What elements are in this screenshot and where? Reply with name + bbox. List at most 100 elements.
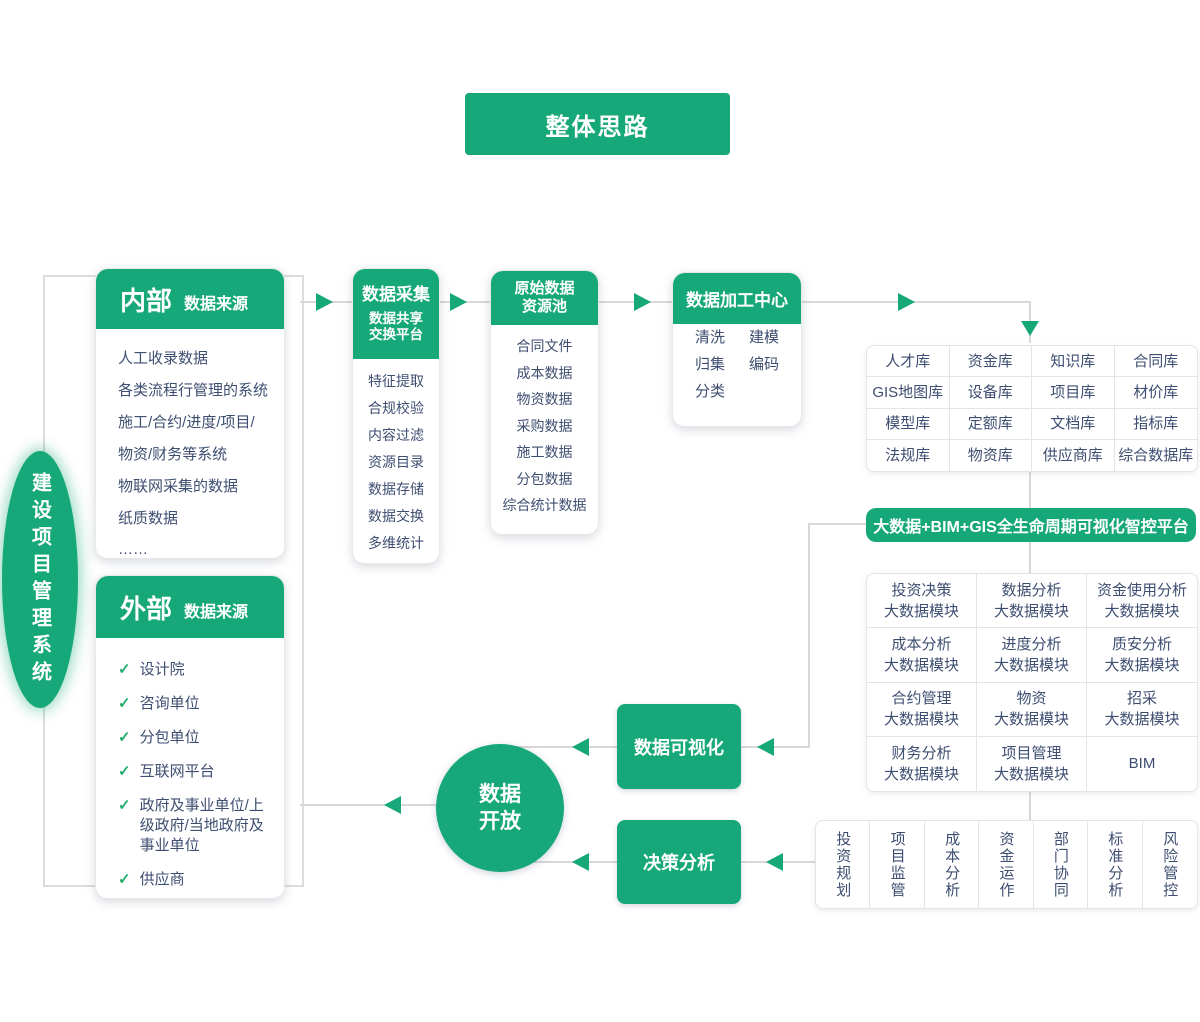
module-cell: 项目管理大数据模块: [977, 736, 1087, 791]
module-line: 大数据模块: [883, 711, 959, 729]
list-item: ✓供应商: [118, 870, 274, 890]
connector-line: [741, 746, 810, 748]
arrow-left-icon: [572, 738, 589, 756]
list-item: 分类: [695, 383, 726, 400]
arrow-right-icon: [316, 293, 333, 311]
data-collection-subtitle-line: 交换平台: [369, 327, 423, 342]
library-cell: 物资库: [949, 439, 1032, 471]
module-line: 大数据模块: [883, 602, 959, 620]
library-cell: GIS地图库: [867, 377, 950, 409]
internal-source-tag: 数据来源: [184, 296, 249, 313]
arrow-down-icon: [1021, 321, 1039, 336]
data-open-circle: 数据 开放: [436, 744, 564, 872]
module-line: 大数据模块: [1104, 656, 1180, 674]
connector-line: [800, 301, 1031, 303]
list-item: ✓ 互联网平台: [118, 762, 274, 782]
module-cell: 合约管理大数据模块: [867, 682, 977, 737]
library-cell: 指标库: [1114, 408, 1197, 440]
module-line: 物资: [1016, 690, 1047, 708]
module-line: 数据分析: [1001, 581, 1062, 599]
internal-source-list: 人工收录数据 各类流程行管理的系统 施工/合约/进度/项目/ 物资/财务等系统 …: [96, 341, 284, 565]
module-cell: 质安分析大数据模块: [1087, 628, 1197, 683]
processing-row: 清洗 建模: [673, 324, 801, 351]
list-item: 综合统计数据: [502, 497, 587, 513]
arrow-right-icon: [450, 293, 467, 311]
module-line: 大数据模块: [1104, 602, 1180, 620]
module-line: 进度分析: [1001, 635, 1062, 653]
data-collection-title: 数据采集: [362, 285, 430, 304]
module-cell: 招采大数据模块: [1087, 682, 1197, 737]
data-open-line: 开放: [479, 810, 521, 833]
arrow-left-icon: [766, 853, 783, 871]
list-item: 施工数据: [516, 444, 573, 460]
external-source-list: ✓设计院 ✓咨询单位 ✓分包单位 ✓互联网平台 ✓政府及事业单位/上级政府/当地…: [96, 660, 284, 890]
module-line: 合约管理: [891, 690, 952, 708]
raw-data-pool-title-line: 资源池: [521, 298, 567, 315]
external-source-title: 外部: [120, 593, 173, 624]
check-icon: ✓: [118, 661, 131, 678]
module-line: 项目管理: [1001, 744, 1062, 762]
module-line: 大数据模块: [883, 656, 959, 674]
visualization-node: 数据可视化: [617, 704, 741, 789]
library-grid: 人才库 资金库 知识库 合同库 GIS地图库 设备库 项目库 材价库 模型库 定…: [866, 345, 1198, 472]
module-cell: 成本分析大数据模块: [867, 628, 977, 683]
connector-line: [300, 804, 437, 806]
business-cell: 部门协同: [1033, 821, 1089, 908]
list-item: 人工收录数据: [118, 349, 209, 367]
list-item: 物联网采集的数据: [118, 477, 239, 495]
list-item: 清洗: [695, 329, 726, 346]
data-processing-header: 数据加工中心: [673, 273, 801, 324]
list-item: 建模: [748, 329, 779, 346]
data-collection-header: 数据采集 数据共享 交换平台: [353, 269, 439, 359]
module-line: 大数据模块: [1104, 711, 1180, 729]
list-item: 物资/财务等系统: [118, 445, 228, 463]
arrow-left-icon: [384, 796, 401, 814]
system-ellipse: 建设项目管理系统: [2, 451, 78, 708]
module-cell: 物资大数据模块: [977, 682, 1087, 737]
module-line: 大数据模块: [993, 711, 1069, 729]
module-line: 财务分析: [891, 744, 952, 762]
data-processing-box: 数据加工中心 清洗 建模 归集 编码 分类: [672, 272, 802, 427]
library-cell: 法规库: [867, 439, 950, 471]
internal-source-box: 内部 数据来源 人工收录数据 各类流程行管理的系统 施工/合约/进度/项目/ 物…: [95, 268, 285, 559]
arrow-right-icon: [634, 293, 651, 311]
arrow-left-icon: [572, 853, 589, 871]
library-cell: 供应商库: [1032, 439, 1115, 471]
module-line: 招采: [1126, 690, 1157, 708]
business-label: 风险管控: [1161, 830, 1179, 899]
business-label: 投资规划: [834, 830, 852, 899]
list-item-label: 互联网平台: [139, 763, 215, 780]
check-icon: ✓: [118, 729, 131, 746]
list-item: 施工/合约/进度/项目/: [118, 413, 255, 431]
list-item: 资源目录: [368, 454, 424, 470]
system-label: 建设项目管理系统: [28, 471, 51, 688]
raw-data-pool-list: 合同文件 成本数据 物资数据 采购数据 施工数据 分包数据 综合统计数据: [491, 333, 598, 519]
library-cell: 资金库: [949, 346, 1032, 378]
check-icon: ✓: [118, 797, 131, 814]
check-icon: ✓: [118, 763, 131, 780]
list-item: 合同文件: [516, 338, 573, 354]
module-line: 投资决策: [891, 581, 952, 599]
business-label: 资金运作: [997, 830, 1015, 899]
connector-line: [1029, 542, 1031, 573]
library-cell: 定额库: [949, 408, 1032, 440]
connector-line: [808, 523, 866, 525]
module-cell: 资金使用分析大数据模块: [1087, 574, 1197, 629]
list-item: 采购数据: [516, 417, 573, 434]
connector-line: [1029, 470, 1031, 508]
module-line: BIM: [1128, 755, 1156, 773]
module-line: 成本分析: [891, 635, 952, 653]
list-item-label: 供应商: [139, 871, 185, 888]
business-cell: 资金运作: [979, 821, 1034, 908]
connector-line: [505, 746, 617, 748]
module-cell: 进度分析大数据模块: [977, 628, 1087, 683]
module-cell: 数据分析大数据模块: [977, 574, 1087, 629]
list-item: 多维统计: [368, 535, 424, 551]
library-cell: 合同库: [1114, 346, 1197, 378]
list-item-label: 咨询单位: [139, 695, 200, 712]
external-source-tag: 数据来源: [184, 604, 249, 621]
raw-data-pool-header: 原始数据 资源池: [491, 271, 598, 325]
list-item-label: 政府及事业单位/上级政府/当地政府及事业单位: [139, 797, 264, 854]
data-open-line: 数据: [479, 783, 521, 806]
module-line: 大数据模块: [993, 602, 1069, 620]
